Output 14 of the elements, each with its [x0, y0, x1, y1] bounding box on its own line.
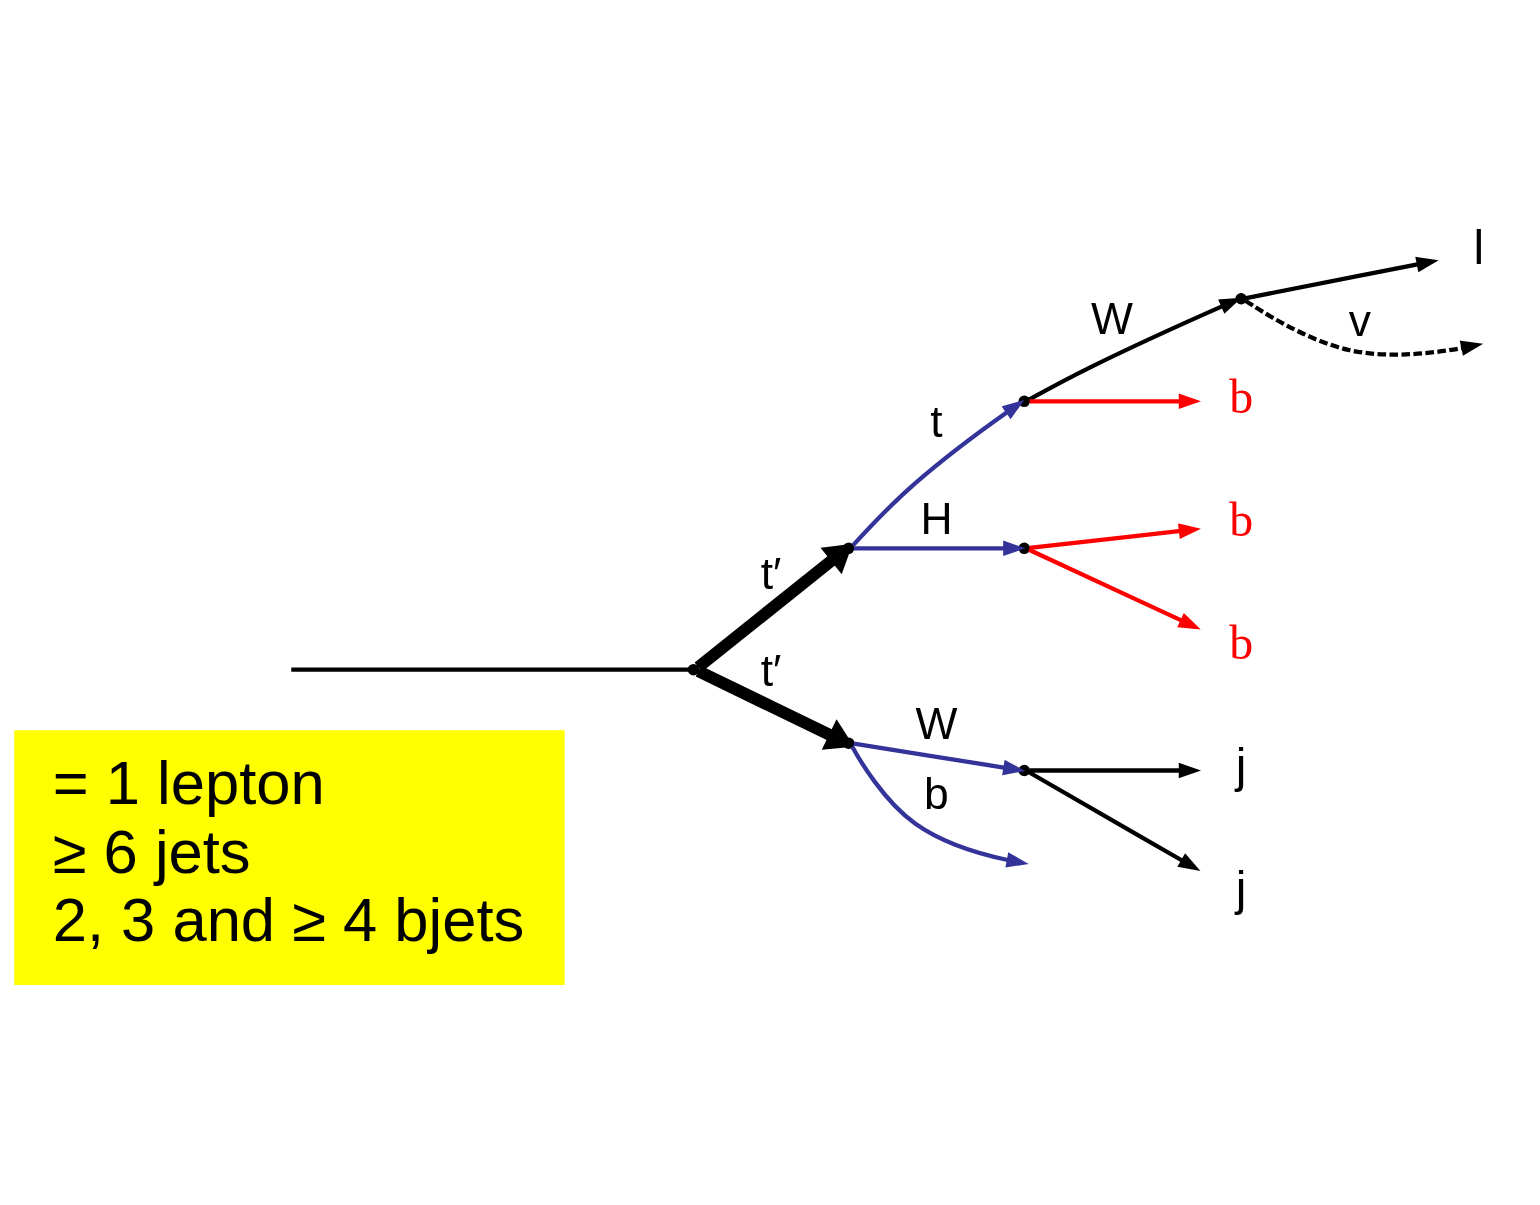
edge-label: t′	[760, 645, 782, 695]
node-text: j	[1235, 861, 1247, 915]
edge-label: t	[930, 396, 943, 446]
node-text: b	[1229, 615, 1254, 669]
edge-label: v	[1348, 295, 1372, 345]
edge-label: H	[920, 493, 953, 543]
node-text: j	[1235, 738, 1247, 792]
node-text: b	[1229, 492, 1254, 546]
node-text: b	[1229, 369, 1254, 423]
edge-label: t′	[760, 548, 782, 598]
edge-label: W	[915, 698, 958, 748]
node-text: l	[1473, 220, 1485, 274]
edge-label: b	[924, 768, 949, 818]
edge-label: W	[1091, 293, 1134, 343]
